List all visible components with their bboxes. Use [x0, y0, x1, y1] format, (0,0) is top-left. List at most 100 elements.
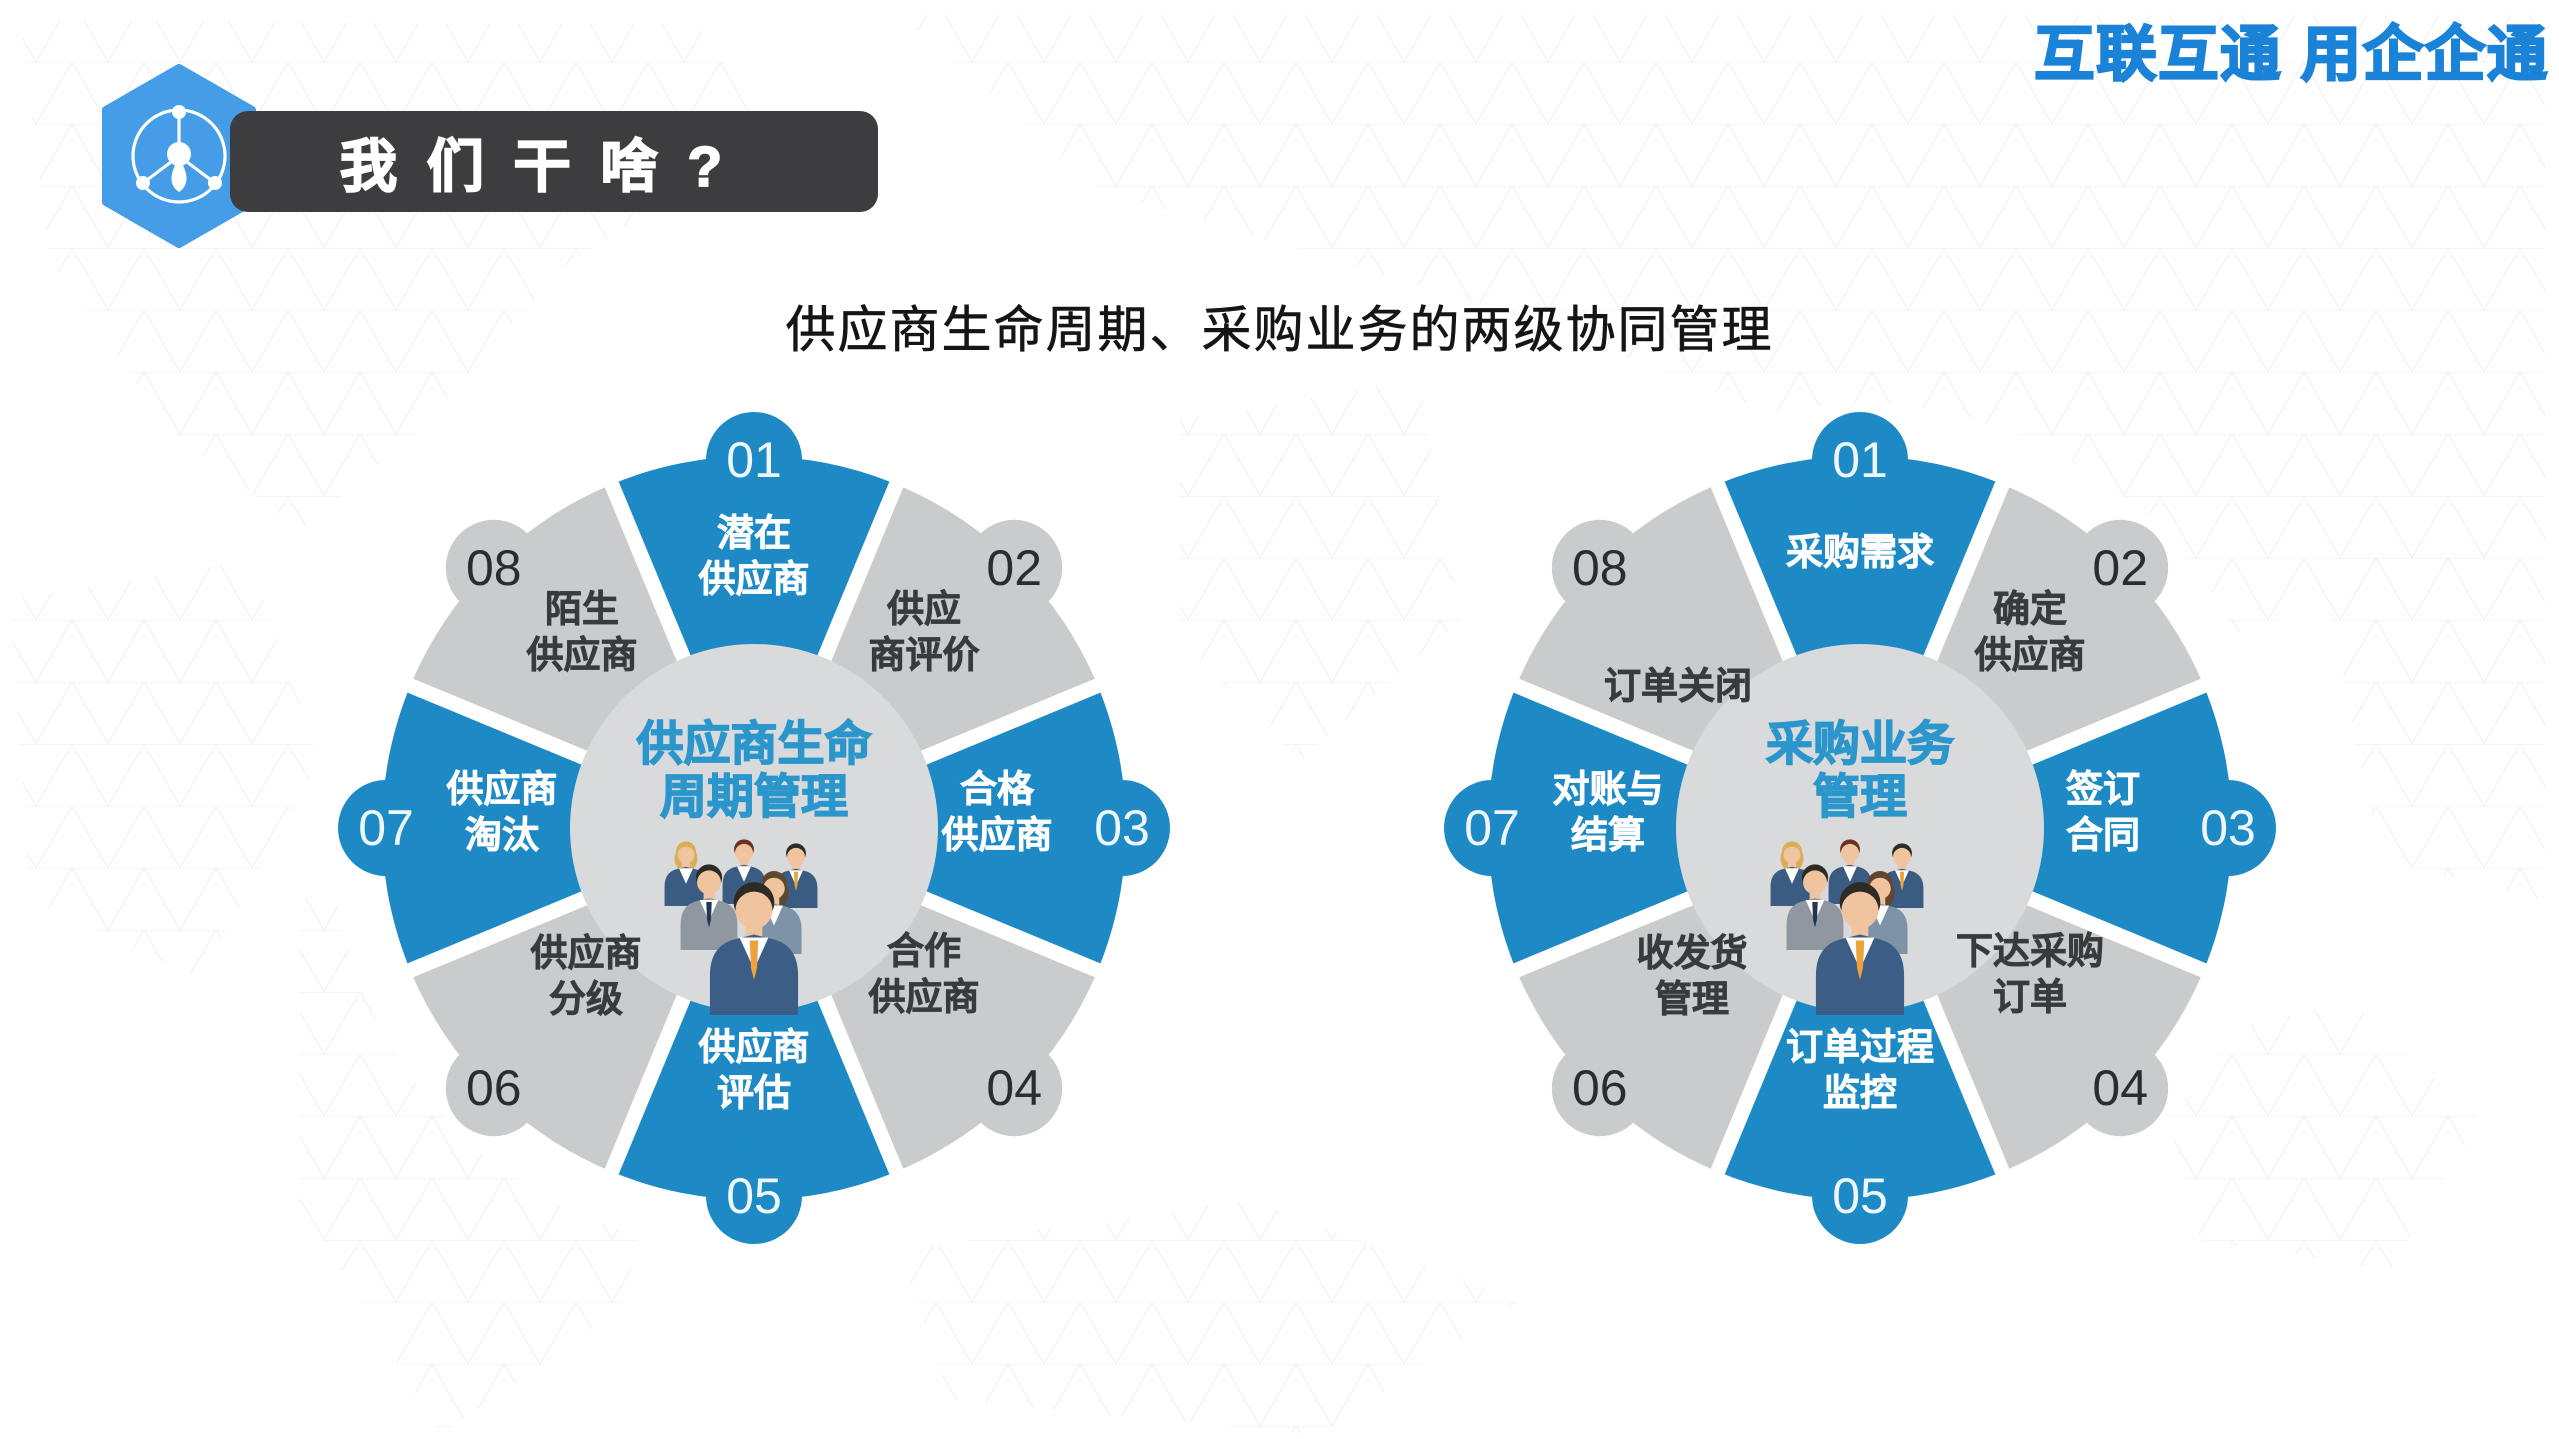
- segment-number-05: 05: [1832, 1168, 1888, 1224]
- segment-label-03: 合格供应商: [942, 769, 1053, 856]
- number-badge-06: [1551, 1040, 1648, 1137]
- segment-separator: [2016, 886, 2238, 991]
- banner-title: 我 们 干 啥 ?: [339, 134, 730, 200]
- segment-separator: [376, 665, 598, 770]
- segment-08: [1516, 484, 1790, 758]
- wheel-center-title: 采购业务管理: [1766, 717, 1954, 823]
- segment-number-03: 03: [1094, 800, 1150, 856]
- segment-label-02: 确定供应商: [1975, 589, 2086, 676]
- segment-04: [1930, 898, 2204, 1172]
- segment-number-08: 08: [466, 540, 522, 596]
- segment-number-04: 04: [2092, 1060, 2148, 1116]
- segment-separator: [1918, 450, 2023, 672]
- number-badge-02: [966, 519, 1063, 616]
- number-badge-06: [445, 1040, 542, 1137]
- number-badge-05: [706, 1148, 802, 1244]
- segment-07: [1488, 685, 1691, 971]
- number-badge-03: [1074, 780, 1170, 876]
- segment-separator: [1918, 984, 2023, 1206]
- person-man-gray: [680, 864, 738, 950]
- segment-07: [381, 685, 585, 971]
- segment-separator: [1697, 984, 1802, 1206]
- number-badge-08: [1551, 519, 1648, 616]
- segment-separator: [812, 450, 917, 672]
- number-badge-03: [2180, 780, 2276, 876]
- number-badge-07: [1444, 780, 1540, 876]
- segment-05: [611, 997, 897, 1200]
- segment-separator: [591, 984, 696, 1206]
- segment-label-08: 陌生供应商: [527, 589, 638, 676]
- segment-separator: [812, 984, 917, 1206]
- segment-number-04: 04: [986, 1060, 1042, 1116]
- segment-number-07: 07: [1464, 800, 1520, 856]
- segment-label-05: 供应商评估: [699, 1027, 810, 1114]
- segment-number-01: 01: [726, 432, 782, 488]
- person-man-front: [1815, 882, 1905, 1015]
- segment-06: [1516, 898, 1790, 1172]
- segment-number-06: 06: [1572, 1060, 1628, 1116]
- segment-01: [611, 456, 897, 659]
- wheel-center-title: 供应商生命周期管理: [637, 717, 872, 823]
- logo: [100, 64, 258, 248]
- segment-label-07: 供应商淘汰: [447, 769, 558, 856]
- segment-label-01: 潜在供应商: [699, 513, 810, 600]
- procurement-business-wheel: 采购业务管理采购需求确定供应商签订合同下达采购订单订单过程监控收发货管理对账与结…: [1436, 404, 2284, 1252]
- segment-label-06: 收发货管理: [1637, 933, 1748, 1020]
- slide-subtitle: 供应商生命周期、采购业务的两级协同管理: [785, 302, 1774, 359]
- segment-label-06: 供应商分级: [531, 933, 642, 1020]
- segment-label-02: 供应商评价: [869, 589, 980, 676]
- segment-label-01: 采购需求: [1786, 532, 1934, 573]
- segment-number-03: 03: [2200, 800, 2256, 856]
- segment-number-08: 08: [1572, 540, 1628, 596]
- person-woman-blonde: [1770, 841, 1814, 906]
- segment-separator: [591, 450, 696, 672]
- segment-number-07: 07: [358, 800, 414, 856]
- number-badge-02: [2072, 519, 2169, 616]
- segment-separator: [376, 886, 598, 991]
- center-circle: [570, 644, 938, 1012]
- segment-number-05: 05: [726, 1168, 782, 1224]
- segment-03: [923, 685, 1126, 971]
- segment-label-08: 订单关闭: [1604, 666, 1752, 707]
- number-badge-08: [445, 519, 542, 616]
- number-badge-04: [2072, 1040, 2169, 1137]
- segment-01: [1717, 456, 2003, 659]
- number-badge-01: [1812, 412, 1908, 508]
- segment-separator: [1482, 665, 1704, 770]
- segment-number-02: 02: [986, 540, 1042, 596]
- segment-number-06: 06: [466, 1060, 522, 1116]
- people-illustration: [1770, 839, 1924, 1015]
- number-badge-01: [706, 412, 802, 508]
- segment-02: [824, 484, 1098, 758]
- segment-label-04: 合作供应商: [869, 931, 980, 1018]
- segment-separator: [2016, 665, 2238, 770]
- segment-label-05: 订单过程监控: [1786, 1027, 1934, 1114]
- person-man-front: [709, 882, 799, 1015]
- segment-label-03: 签订合同: [2066, 769, 2140, 856]
- segment-separator: [910, 665, 1132, 770]
- segment-04: [824, 898, 1098, 1172]
- segment-02: [1930, 484, 2204, 758]
- logo-hexagon: [102, 64, 256, 248]
- segment-08: [410, 484, 684, 758]
- segment-separator: [1482, 886, 1704, 991]
- segment-06: [410, 898, 684, 1172]
- person-man-gray: [1786, 864, 1844, 950]
- segment-separator: [1697, 450, 1802, 672]
- number-badge-07: [338, 780, 434, 876]
- segment-label-04: 下达采购订单: [1956, 931, 2104, 1018]
- center-circle: [1676, 644, 2044, 1012]
- number-badge-05: [1812, 1148, 1908, 1244]
- segment-number-02: 02: [2092, 540, 2148, 596]
- segment-03: [2029, 685, 2232, 971]
- segment-number-01: 01: [1832, 432, 1888, 488]
- number-badge-04: [966, 1040, 1063, 1137]
- segment-05: [1717, 997, 2003, 1200]
- people-illustration: [664, 839, 818, 1015]
- brand-slogan: 互联互通 用企企通: [2033, 20, 2549, 89]
- segment-separator: [910, 886, 1132, 991]
- title-banner: 我 们 干 啥 ?: [230, 111, 878, 212]
